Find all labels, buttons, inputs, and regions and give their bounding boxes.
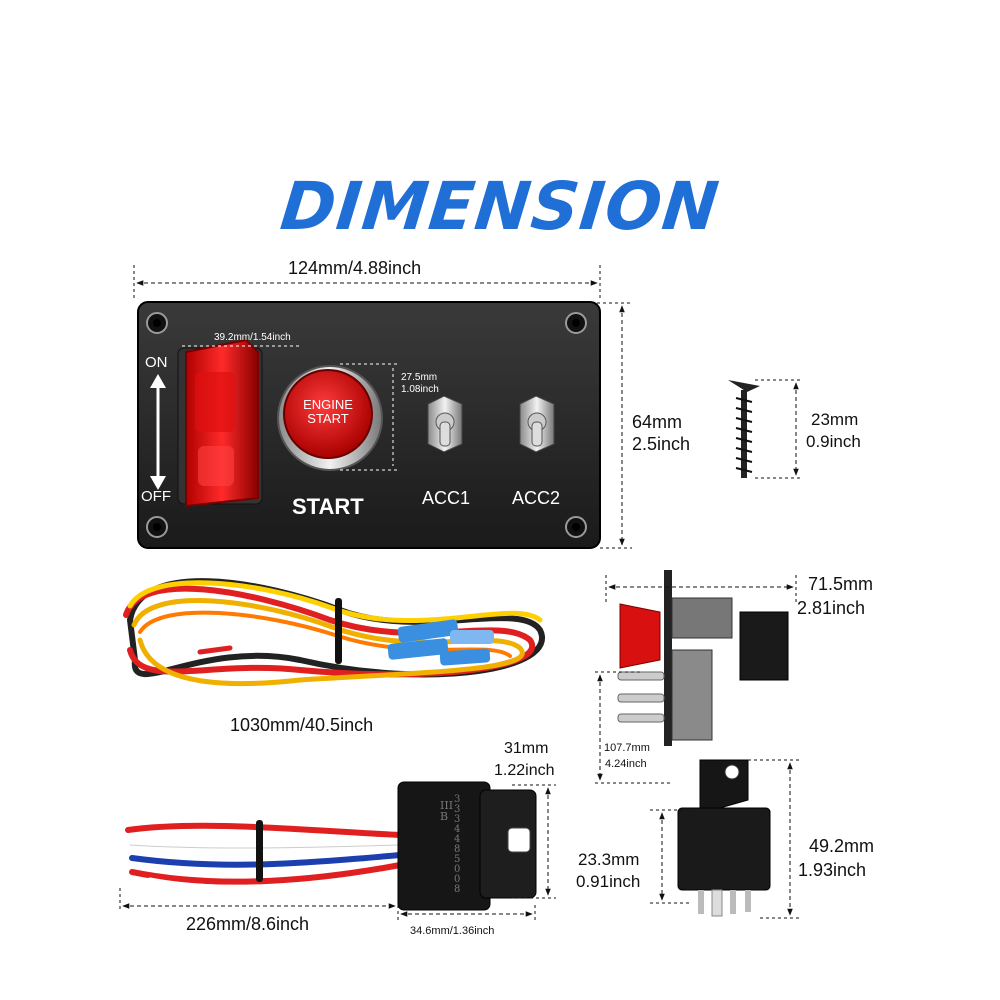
start-label: START (292, 494, 364, 519)
fuse-holder-body (397, 781, 537, 911)
engine-start-button (277, 365, 383, 471)
relay-total-mm-label: 49.2mm (809, 836, 875, 856)
mounting-screw (728, 380, 760, 478)
wire-terminal-connectors (387, 619, 494, 666)
fuse-holder-wires (125, 822, 403, 890)
acc1-toggle-switch (427, 395, 463, 453)
wire-harness (123, 578, 545, 687)
fuse-print-code: 3334485008 (454, 794, 461, 895)
acc1-label: ACC1 (422, 488, 471, 508)
on-label: ON (145, 354, 168, 371)
arrow-up-icon (150, 374, 166, 388)
screw-length-dimension (755, 379, 800, 479)
side-depth-mm-label: 71.5mm (808, 574, 874, 594)
engine-label-line1: ENGINE (303, 397, 353, 412)
side-height-mm-label: 107.7mm (604, 742, 650, 754)
wire-length-label: 1030mm/40.5inch (230, 715, 374, 735)
side-height-dimension (595, 671, 670, 784)
acc2-toggle-switch (519, 395, 555, 453)
cable-tie (256, 820, 263, 882)
relay-body-mm-label: 23.3mm (578, 850, 640, 869)
fuse-print-mark: IIIB (440, 799, 454, 823)
engine-label-line2: START (307, 411, 349, 426)
side-height-in-label: 4.24inch (605, 758, 647, 770)
fuse-height-in-label: 1.22inch (494, 762, 555, 779)
panel-height-mm-label: 64mm (632, 412, 683, 432)
button-diameter-dimension (340, 363, 398, 471)
fuse-holder-height-dimension (512, 784, 556, 899)
mounting-hole (146, 516, 168, 538)
relay-total-in-label: 1.93inch (798, 860, 867, 880)
fuse-height-mm-label: 31mm (504, 740, 549, 757)
screw-mm-label: 23mm (811, 410, 859, 429)
button-mm-label: 27.5mm (401, 372, 438, 383)
relay (677, 759, 771, 917)
relay-total-dimension (748, 759, 800, 919)
panel-width-label: 124mm/4.88inch (288, 258, 422, 278)
side-view-assembly (617, 570, 789, 746)
fuse-holder-width-dimension (397, 905, 536, 920)
side-depth-in-label: 2.81inch (797, 598, 866, 618)
cable-tie (335, 598, 342, 664)
mounting-hole (146, 312, 168, 334)
off-label: OFF (141, 488, 171, 505)
mounting-hole (565, 516, 587, 538)
screw-in-label: 0.9inch (806, 432, 861, 451)
relay-body-dimension (650, 809, 690, 904)
switch-panel (137, 301, 601, 549)
acc2-label: ACC2 (512, 488, 561, 508)
panel-height-in-label: 2.5inch (632, 434, 691, 454)
side-depth-dimension (605, 575, 797, 605)
fuse-width-label: 34.6mm/1.36inch (410, 925, 495, 937)
arrow-down-icon (150, 476, 166, 490)
button-in-label: 1.08inch (401, 384, 439, 395)
relay-body-in-label: 0.91inch (576, 872, 641, 891)
red-safety-toggle-cover (177, 338, 263, 508)
cover-width-label: 39.2mm/1.54inch (214, 332, 291, 343)
fuse-length-label: 226mm/8.6inch (186, 914, 310, 934)
fuse-holder-length-dimension (119, 888, 396, 912)
mounting-hole (565, 312, 587, 334)
